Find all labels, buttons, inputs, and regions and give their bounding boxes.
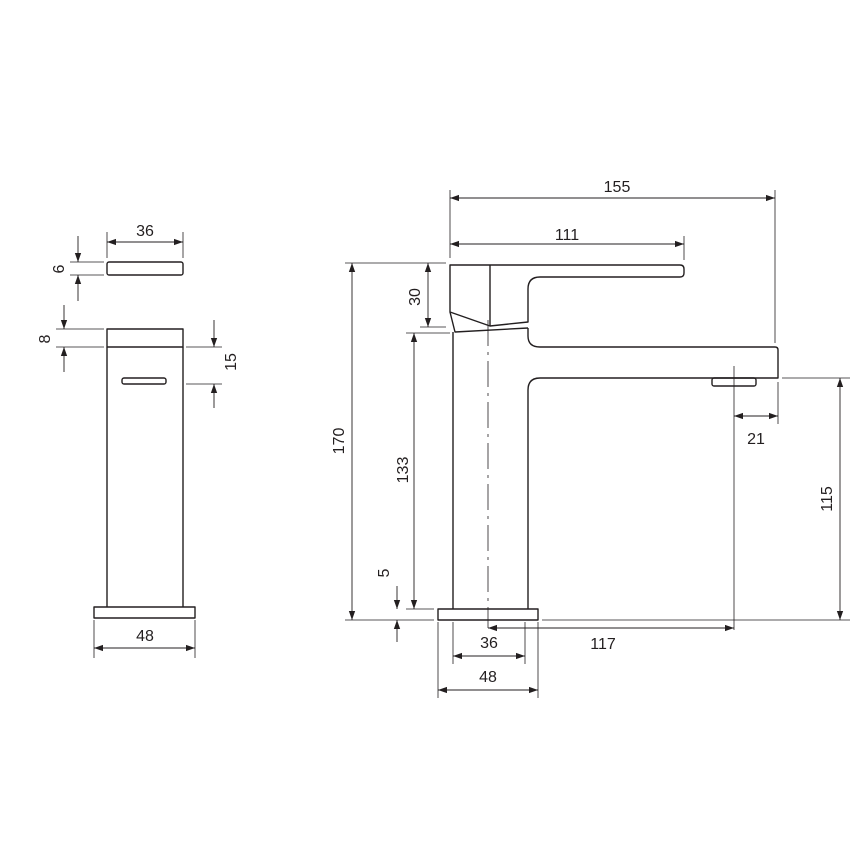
front-view: 155 111 170 30 133 — [331, 179, 850, 698]
dim-label-lever-height: 30 — [407, 288, 424, 306]
dim-label-side-base-width: 48 — [136, 628, 154, 645]
dim-label-overall-length: 155 — [604, 179, 631, 196]
dim-label-side-band: 15 — [223, 353, 240, 371]
dim-label-side-gap: 8 — [37, 334, 54, 343]
dim-aerator-width: 21 — [733, 366, 779, 630]
dim-body-width: 36 — [452, 622, 526, 664]
dim-side-gap: 8 — [37, 305, 104, 372]
dim-spout-height: 115 — [542, 377, 850, 621]
dim-label-body-width: 36 — [480, 635, 498, 652]
dim-label-side-width: 36 — [136, 223, 154, 240]
dim-label-aerator-width: 21 — [747, 431, 765, 448]
dim-side-lever-height: 6 — [51, 236, 104, 301]
dim-label-body-height: 133 — [395, 457, 412, 484]
dim-body-height: 133 — [395, 332, 450, 610]
dim-overall-height: 170 — [331, 262, 446, 621]
dim-label-lever-length: 111 — [555, 227, 579, 244]
dim-side-band: 15 — [186, 320, 240, 408]
dim-label-base-width: 48 — [479, 669, 497, 686]
side-view: 36 6 8 15 — [37, 223, 240, 658]
front-view-outline — [437, 264, 779, 621]
dim-label-side-lever-height: 6 — [51, 264, 68, 273]
dim-lever-height: 30 — [407, 263, 446, 328]
dim-side-width: 36 — [106, 223, 184, 258]
dim-overall-length: 155 — [449, 179, 776, 343]
dim-base-height: 5 — [376, 568, 401, 642]
dim-label-overall-height: 170 — [331, 428, 348, 455]
dim-base-width: 48 — [437, 622, 539, 698]
dim-spout-reach: 117 — [488, 624, 734, 653]
dim-label-base-height: 5 — [376, 568, 393, 577]
dim-lever-length: 111 — [450, 227, 685, 260]
dim-label-spout-height: 115 — [819, 486, 836, 512]
dim-label-spout-reach: 117 — [590, 636, 616, 653]
side-view-outline — [93, 261, 196, 619]
dim-side-base-width: 48 — [93, 620, 196, 658]
